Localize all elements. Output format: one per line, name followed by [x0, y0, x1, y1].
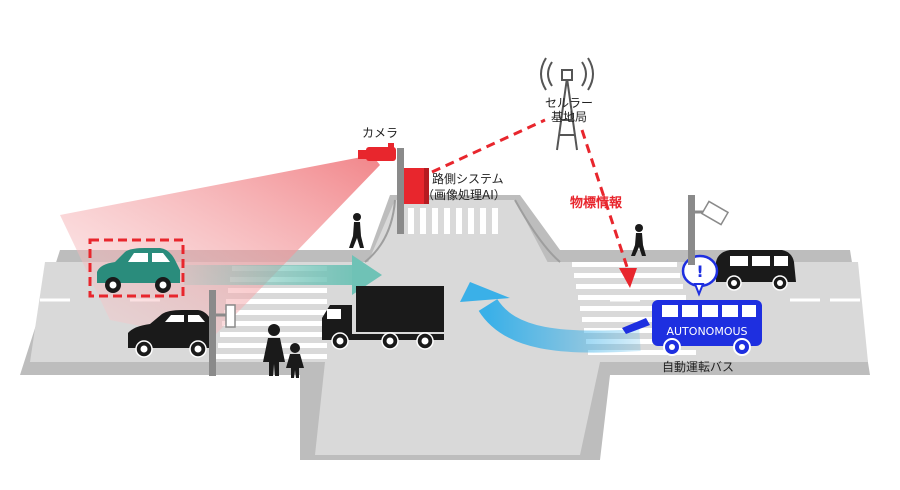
truck [322, 286, 444, 350]
camera-pole [397, 148, 404, 234]
vehicle-flow-arrow [184, 255, 382, 295]
pedestrian-child [286, 343, 304, 378]
alert-symbol: ! [696, 262, 703, 281]
camera-label: カメラ [362, 126, 399, 140]
traffic-signal-icon [209, 290, 236, 376]
crosswalk-top [408, 208, 498, 234]
roadside-system-label-2: （画像処理AI） [422, 188, 506, 202]
autonomous-bus: AUTONOMOUS [622, 300, 762, 356]
detected-car [97, 248, 180, 293]
camera-icon [358, 143, 396, 161]
pedestrian-adult [263, 324, 285, 376]
bus-caption: 自動運転バス [662, 360, 735, 374]
bus-text: AUTONOMOUS [666, 325, 747, 338]
vertical-road [315, 200, 600, 455]
traffic-signal-icon [688, 195, 730, 265]
object-info-arrowhead [619, 268, 637, 288]
roadside-system-label-1: 路側システム [432, 172, 504, 186]
bus-path-arrow [460, 282, 641, 353]
cell-tower-label-2: 基地局 [550, 110, 587, 124]
detection-box [88, 238, 185, 298]
roadside-unit [404, 168, 429, 204]
pedestrian-icon [349, 213, 364, 248]
parked-car [128, 310, 215, 358]
camera-view-cone [60, 155, 380, 340]
communication-links [431, 118, 630, 271]
cell-tower-icon [540, 57, 594, 151]
van [716, 250, 796, 291]
object-info-label: 物標情報 [570, 196, 623, 211]
cell-tower-label-1: セルラー [544, 96, 593, 110]
pedestrian-icon [631, 224, 646, 256]
